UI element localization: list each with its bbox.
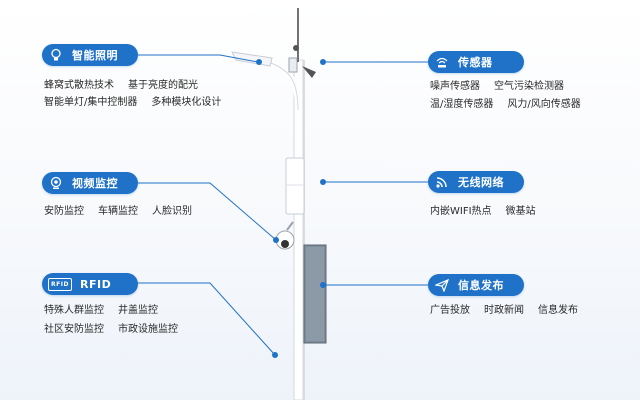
feature-item: 车辆监控 (98, 206, 138, 217)
rfid-icon: RFID (48, 277, 72, 291)
dot-rfid (272, 352, 278, 358)
led-screen-face (306, 247, 324, 341)
feature-item: 温/湿度传感器 (430, 99, 494, 110)
feature-item: 特殊人群监控 (44, 305, 104, 316)
feature-item: 市政设施监控 (118, 324, 178, 335)
badge-title: 视频监控 (72, 177, 118, 190)
feature-list-lighting: 蜂窝式散热技术 基于亮度的配光 智能单灯/集中控制器 多种模块化设计 (44, 79, 235, 109)
feature-item: 广告投放 (430, 305, 470, 316)
badge-title: 信息发布 (458, 279, 504, 292)
camera-lens (281, 240, 289, 248)
feature-item: 微基站 (505, 206, 536, 217)
wind-vane (302, 66, 316, 78)
camera-icon (48, 175, 64, 191)
connector-lighting (138, 54, 259, 63)
feature-item: 风力/风向传感器 (507, 99, 581, 110)
badge-title: 智能照明 (72, 49, 118, 62)
equipment-cabinet (285, 157, 305, 215)
wifi-icon (434, 174, 450, 190)
feature-item: 信息发布 (538, 305, 578, 316)
bulb-icon (48, 47, 64, 63)
badge-rfid: RFID RFID (42, 273, 138, 295)
feature-item: 噪声传感器 (430, 81, 480, 92)
badge-info-publish: 信息发布 (428, 274, 524, 296)
rfid-icon-text: RFID (51, 280, 69, 288)
badge-sensor: 传感器 (428, 51, 524, 73)
badge-title: 传感器 (458, 56, 493, 69)
feature-item: 安防监控 (44, 206, 84, 217)
pole (293, 59, 304, 400)
sensor-box (288, 57, 298, 73)
dot-lighting (256, 59, 262, 65)
feature-list-video: 安防监控 车辆监控 人脸识别 (44, 205, 206, 218)
feature-item: 井盖监控 (118, 305, 158, 316)
feature-item: 社区安防监控 (44, 324, 104, 335)
send-icon (434, 277, 450, 293)
sensor-icon (434, 54, 450, 70)
feature-item: 人脸识别 (152, 206, 192, 217)
feature-list-info: 广告投放 时政新闻 信息发布 (430, 304, 592, 317)
feature-item: 蜂窝式散热技术 (44, 80, 114, 91)
feature-item: 时政新闻 (484, 305, 524, 316)
feature-item: 多种模块化设计 (151, 97, 222, 108)
badge-wireless-network: 无线网络 (428, 171, 524, 193)
badge-title: 无线网络 (458, 176, 504, 189)
lamp-head (231, 51, 273, 67)
dot-sensor (320, 59, 326, 65)
connector-video (138, 182, 277, 241)
badge-smart-lighting: 智能照明 (42, 44, 138, 66)
badge-video-surveillance: 视频监控 (42, 172, 138, 194)
dot-video (273, 237, 279, 243)
feature-item: 智能单灯/集中控制器 (44, 97, 138, 108)
dot-wireless (320, 179, 326, 185)
feature-item: 空气污染检测器 (494, 81, 564, 92)
feature-list-sensor: 噪声传感器 空气污染检测器 温/湿度传感器 风力/风向传感器 (430, 80, 595, 111)
connector-rfid (138, 282, 276, 356)
feature-item: 内嵌WIFI热点 (430, 206, 492, 217)
camera-arm (286, 221, 294, 231)
feature-list-wireless: 内嵌WIFI热点 微基站 (430, 205, 550, 218)
anemometer (293, 45, 299, 51)
dot-info (320, 282, 326, 288)
badge-title: RFID (80, 277, 112, 291)
feature-item: 基于亮度的配光 (128, 80, 198, 91)
feature-list-rfid: 特殊人群监控 井盖监控 社区安防监控 市政设施监控 (44, 304, 192, 336)
